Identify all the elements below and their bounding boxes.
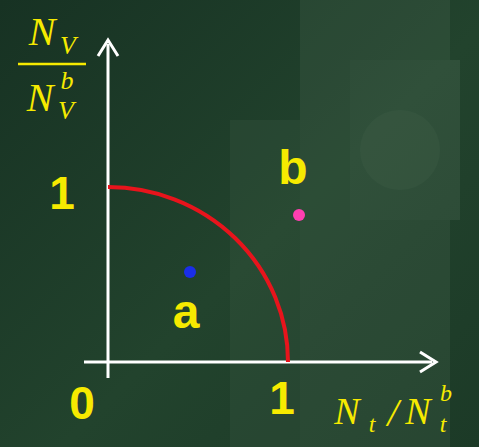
axis-subscript: t [369, 412, 376, 436]
tick-label: 1 [49, 170, 75, 216]
axis-superscript: b [61, 68, 74, 94]
boundary-arc [108, 187, 288, 362]
clock-tower-background [230, 0, 460, 447]
y-axis [107, 44, 110, 378]
point-label: b [278, 144, 307, 192]
axis-subscript: V [60, 33, 76, 59]
axis-symbol: N [334, 392, 359, 430]
fraction-bar [18, 63, 86, 66]
axis-symbol: N [405, 392, 430, 430]
tick-label: 1 [269, 375, 295, 421]
axis-slash: / [387, 393, 398, 433]
point-b [293, 209, 305, 221]
x-axis-arrowhead [420, 352, 436, 372]
x-axis [84, 361, 432, 364]
axis-symbol: N [27, 78, 54, 118]
axis-subscript: t [440, 412, 447, 436]
point-a [184, 266, 196, 278]
origin-label: 0 [69, 380, 95, 426]
axis-symbol: N [29, 12, 56, 52]
y-axis-arrowhead [98, 40, 118, 56]
point-label: a [173, 288, 200, 336]
axis-superscript: b [440, 381, 452, 405]
axis-subscript: V [58, 98, 74, 124]
